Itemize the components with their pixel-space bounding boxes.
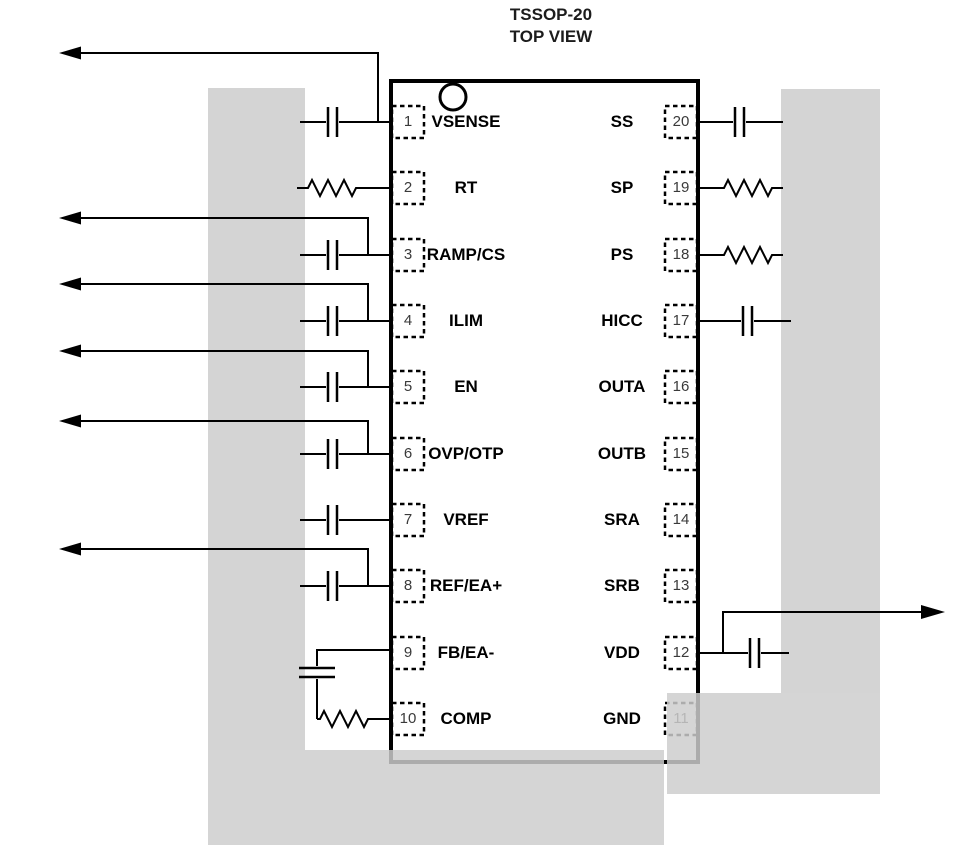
rampcs-capacitor-icon [326,240,339,270]
pin-box-7 [390,502,426,538]
pin-label-gnd: GND [603,709,641,728]
pin-number-14: 14 [672,511,690,528]
pin-number-1: 1 [403,113,413,130]
pin-box-2 [390,170,426,206]
pin-number-2: 2 [403,179,413,196]
view-name: TOP VIEW [509,27,593,46]
pin-label-rampcs: RAMP/CS [426,245,506,264]
pin-box-1 [390,104,426,140]
pin-number-6: 6 [403,445,413,462]
refea-arrow-left-icon [59,542,81,556]
pin-number-12: 12 [672,644,690,661]
pin-number-4: 4 [403,312,413,329]
pin-box-18 [663,237,699,273]
pin-label-outa: OUTA [598,377,646,396]
pin-number-7: 7 [403,511,413,528]
pin-box-6 [390,436,426,472]
pin-box-8 [390,568,426,604]
ss-capacitor-icon [733,107,746,137]
pin-label-ps: PS [610,245,634,264]
ilim-arrow-left-icon [59,277,81,291]
sp-resistor-icon [700,177,783,199]
pin-label-sra: SRA [604,510,640,529]
pin-number-13: 13 [672,577,690,594]
ilim-signal-wire [80,283,369,321]
pin-label-refea: REF/EA+ [429,576,503,595]
pin-label-vdd: VDD [604,643,640,662]
pin1-indicator-dot [438,82,468,112]
vdd-signal-wire [722,611,923,653]
pin-number-17: 17 [672,312,690,329]
comp-capacitor-icon [299,666,335,679]
pin-box-19 [663,170,699,206]
pin-box-3 [390,237,426,273]
vsense-capacitor-icon [326,107,339,137]
bottom-ground-plane [208,750,664,845]
pin-box-20 [663,104,699,140]
pin-box-17 [663,303,699,339]
pin-label-vref: VREF [443,510,489,529]
comp-resistor-icon [317,708,390,730]
gnd-pin-ground-plane [667,693,880,794]
pin-label-fbea: FB/EA- [437,643,495,662]
vdd-capacitor-icon [748,638,761,668]
vref-capacitor-icon [326,505,339,535]
rampcs-arrow-left-icon [59,211,81,225]
hicc-capacitor-icon [741,306,754,336]
pin-box-4 [390,303,426,339]
ovpotp-capacitor-icon [326,439,339,469]
pin-box-10 [390,701,426,737]
vsense-signal-wire [80,52,379,122]
pin-label-en: EN [454,377,478,396]
pin-label-ovpotp: OVP/OTP [428,444,504,463]
pin-label-comp: COMP [440,709,492,728]
rampcs-signal-wire [80,217,369,255]
rt-resistor-icon [297,177,390,199]
title: TSSOP-20 TOP VIEW [451,4,651,48]
pin-number-15: 15 [672,445,690,462]
ps-resistor-icon [700,244,783,266]
pin-box-16 [663,369,699,405]
pin-number-20: 20 [672,113,690,130]
pin-label-srb: SRB [604,576,640,595]
fbea-wire [316,649,390,666]
pin-number-9: 9 [403,644,413,661]
ic-body [389,79,700,764]
en-signal-wire [80,350,369,387]
refea-signal-wire [80,548,369,586]
pin-box-14 [663,502,699,538]
pin-number-5: 5 [403,378,413,395]
pin-label-outb: OUTB [597,444,647,463]
package-name: TSSOP-20 [509,5,593,24]
pin-number-16: 16 [672,378,690,395]
pin-number-8: 8 [403,577,413,594]
pin-label-sp: SP [610,178,634,197]
pin-box-9 [390,635,426,671]
pin-box-12 [663,635,699,671]
pin-label-hicc: HICC [601,311,643,330]
en-capacitor-icon [326,372,339,402]
pin-box-13 [663,568,699,604]
pin-label-ilim: ILIM [449,311,483,330]
right-ground-plane [781,89,880,693]
left-ground-plane [208,88,305,750]
pin-number-19: 19 [672,179,690,196]
pin-label-rt: RT [454,178,478,197]
ovpotp-signal-wire [80,420,369,454]
pin-number-3: 3 [403,246,413,263]
pin-label-ss: SS [610,112,634,131]
pin-label-vsense: VSENSE [431,112,501,131]
en-arrow-left-icon [59,344,81,358]
pin-box-15 [663,436,699,472]
vdd-arrow-right-icon [921,605,945,619]
ilim-capacitor-icon [326,306,339,336]
pin-number-10: 10 [399,710,417,727]
pin-number-18: 18 [672,246,690,263]
vsense-arrow-left-icon [59,46,81,60]
ovpotp-arrow-left-icon [59,414,81,428]
pin-box-5 [390,369,426,405]
refea-capacitor-icon [326,571,339,601]
